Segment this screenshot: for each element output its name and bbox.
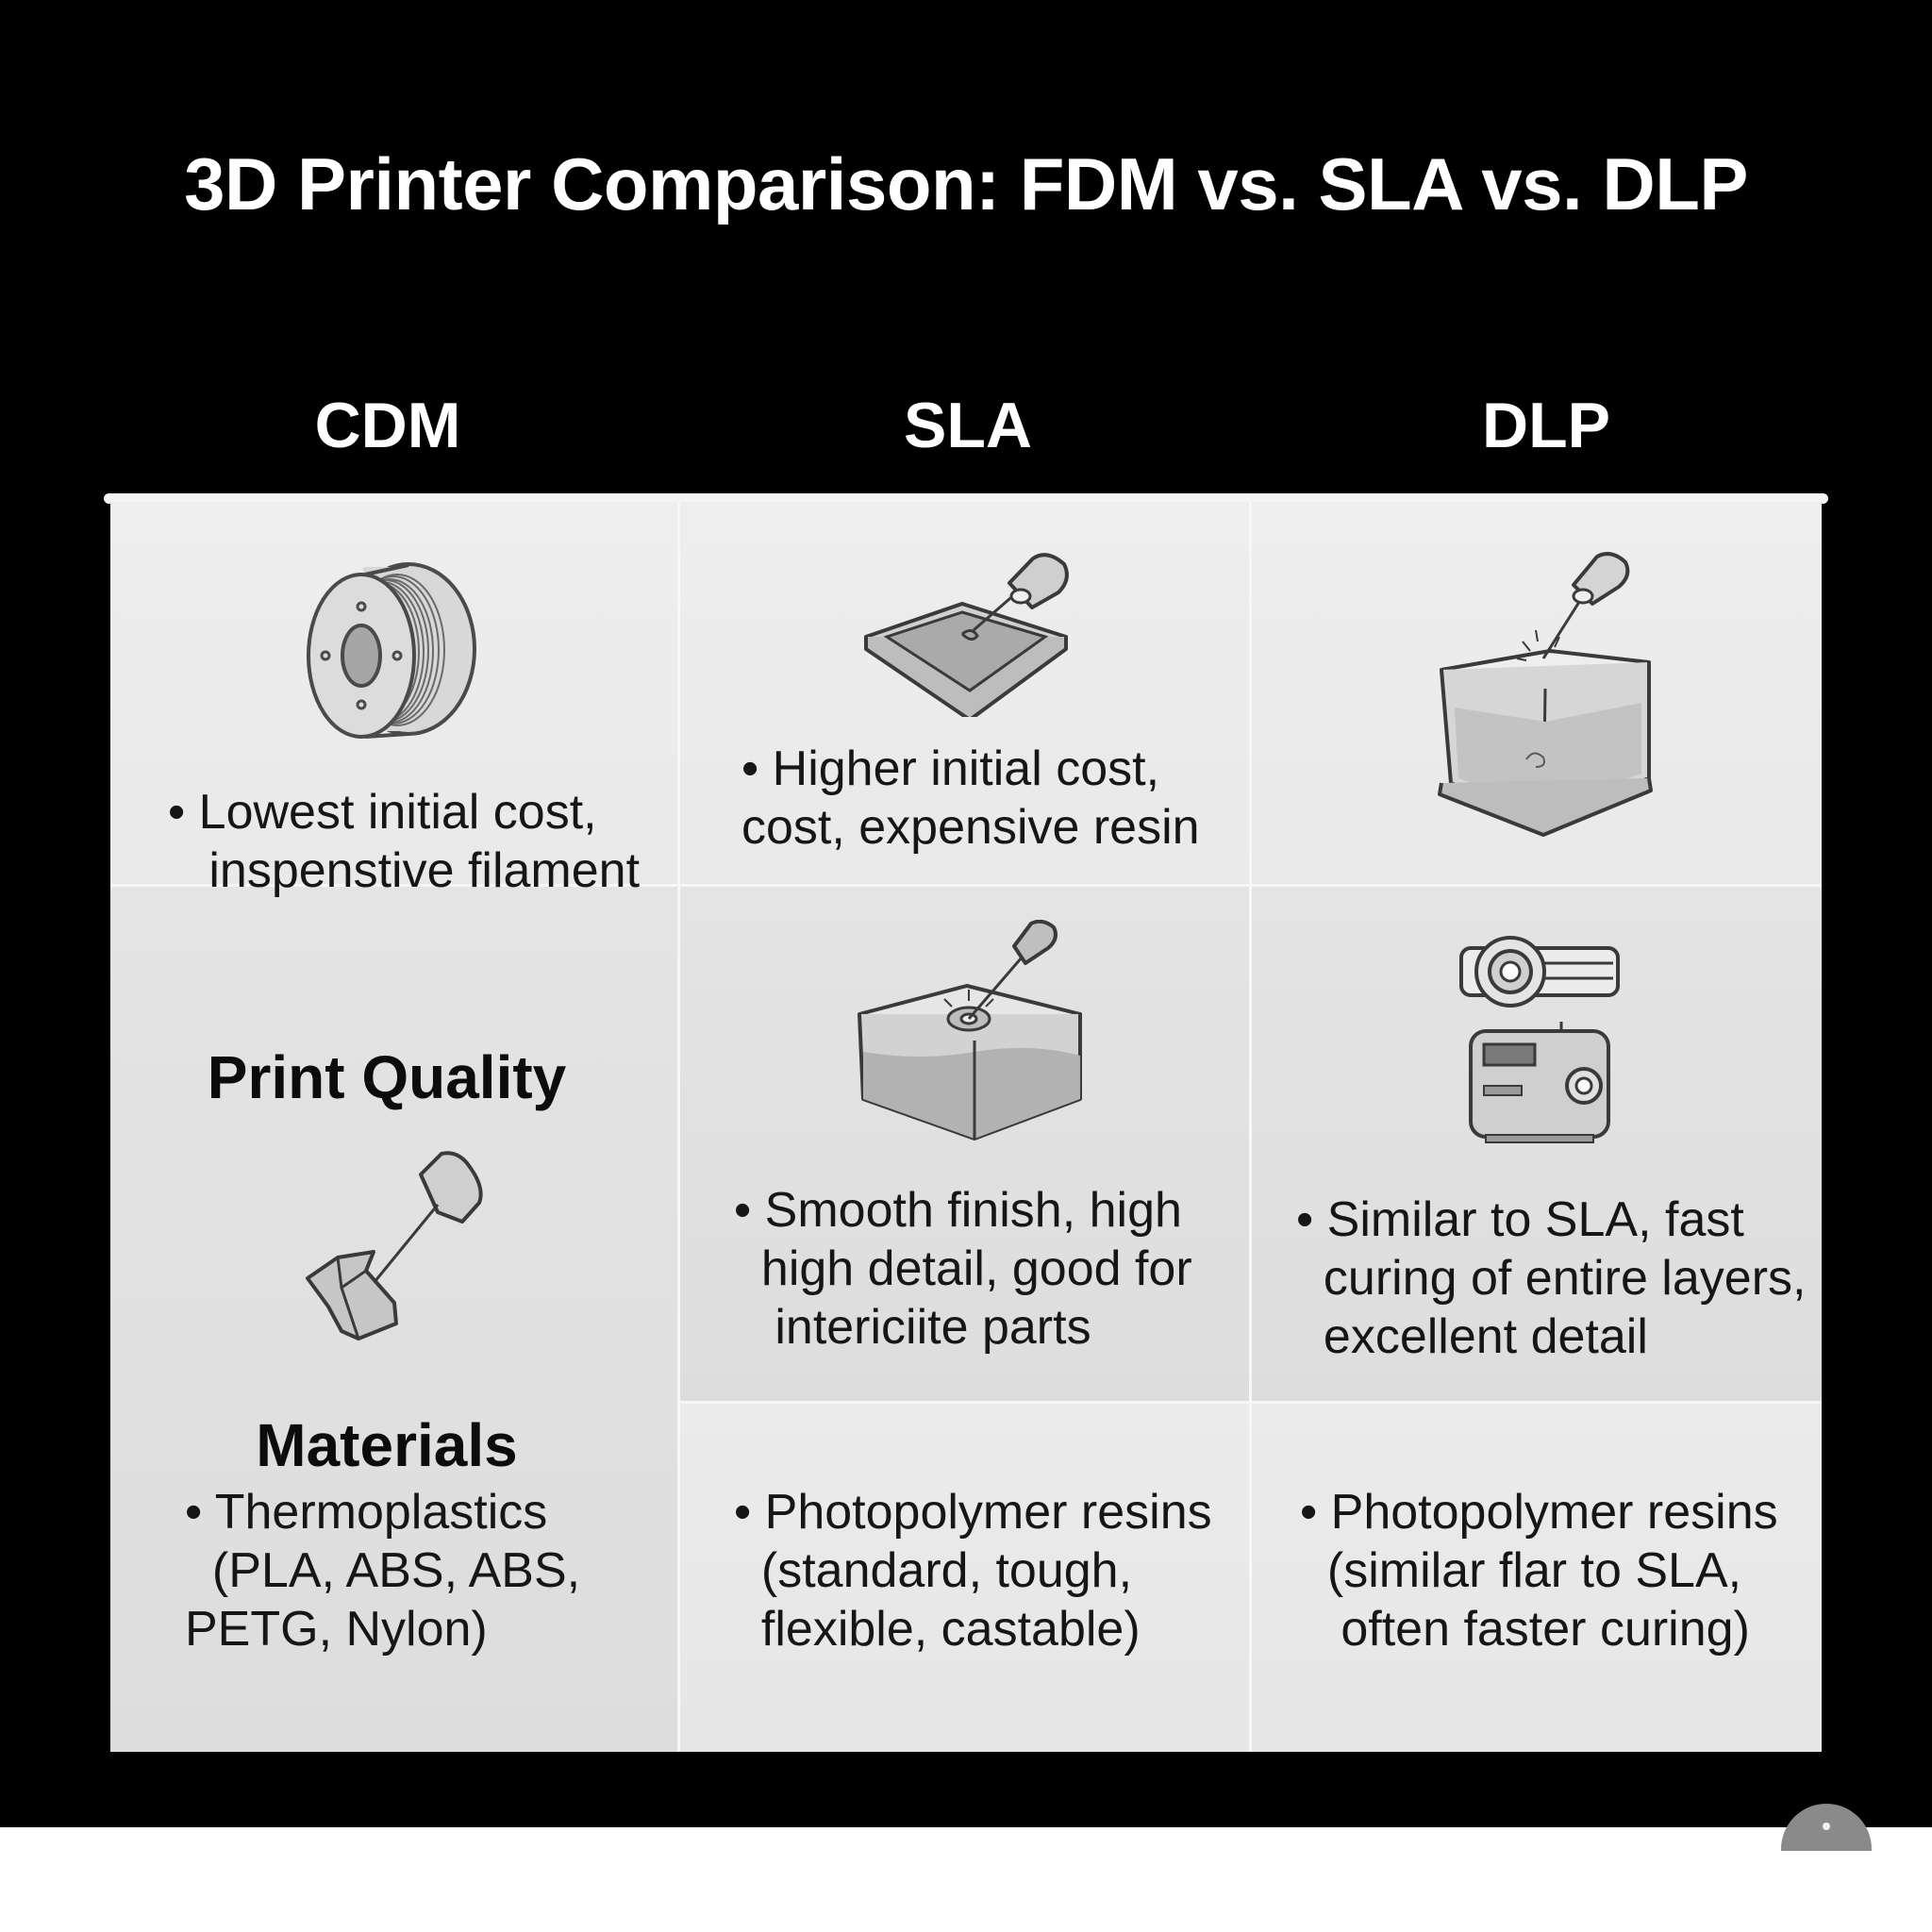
column-header-dlp: DLP <box>1482 390 1610 461</box>
page-title: 3D Printer Comparison: FDM vs. SLA vs. D… <box>184 142 1748 225</box>
dot-icon <box>1823 1823 1830 1830</box>
dlp-materials-text: • Photopolymer resins (similar flar to S… <box>1300 1485 1778 1657</box>
resin-bath-icon <box>854 920 1090 1156</box>
printed-part-icon <box>300 1146 498 1354</box>
header-divider <box>104 493 1828 504</box>
row-divider <box>680 1401 1822 1404</box>
cell-sla-materials <box>680 1404 1249 1752</box>
cell-sla-quality <box>680 887 1249 1401</box>
column-divider <box>1249 502 1252 1752</box>
sla-cost-text: • Higher initial cost, cost, expensive r… <box>741 741 1200 855</box>
column-divider <box>677 502 680 1752</box>
row-label-print-quality: Print Quality <box>207 1043 567 1111</box>
resin-tray-icon <box>858 538 1085 717</box>
bottom-panel <box>0 1827 1932 1932</box>
dlp-quality-text: • Similar to SLA, fast curing of entire … <box>1296 1192 1807 1364</box>
corner-button[interactable] <box>1781 1804 1872 1851</box>
column-header-sla: SLA <box>904 390 1032 461</box>
cdm-cost-text: • Lowest initial cost, inspenstive filam… <box>168 785 641 898</box>
row-label-materials: Materials <box>256 1411 518 1479</box>
resin-tank-icon <box>1432 547 1658 849</box>
sla-quality-text: • Smooth finish, high high detail, good … <box>734 1183 1192 1355</box>
row-divider <box>110 884 1822 887</box>
filament-spool-icon <box>307 561 486 750</box>
column-header-cdm: CDM <box>314 390 461 461</box>
cdm-materials-text: • Thermoplastics (PLA, ABS, ABS, PETG, N… <box>185 1485 581 1657</box>
cell-dlp-materials <box>1252 1404 1822 1752</box>
sla-materials-text: • Photopolymer resins (standard, tough, … <box>734 1485 1212 1657</box>
projector-icon <box>1457 920 1627 1146</box>
